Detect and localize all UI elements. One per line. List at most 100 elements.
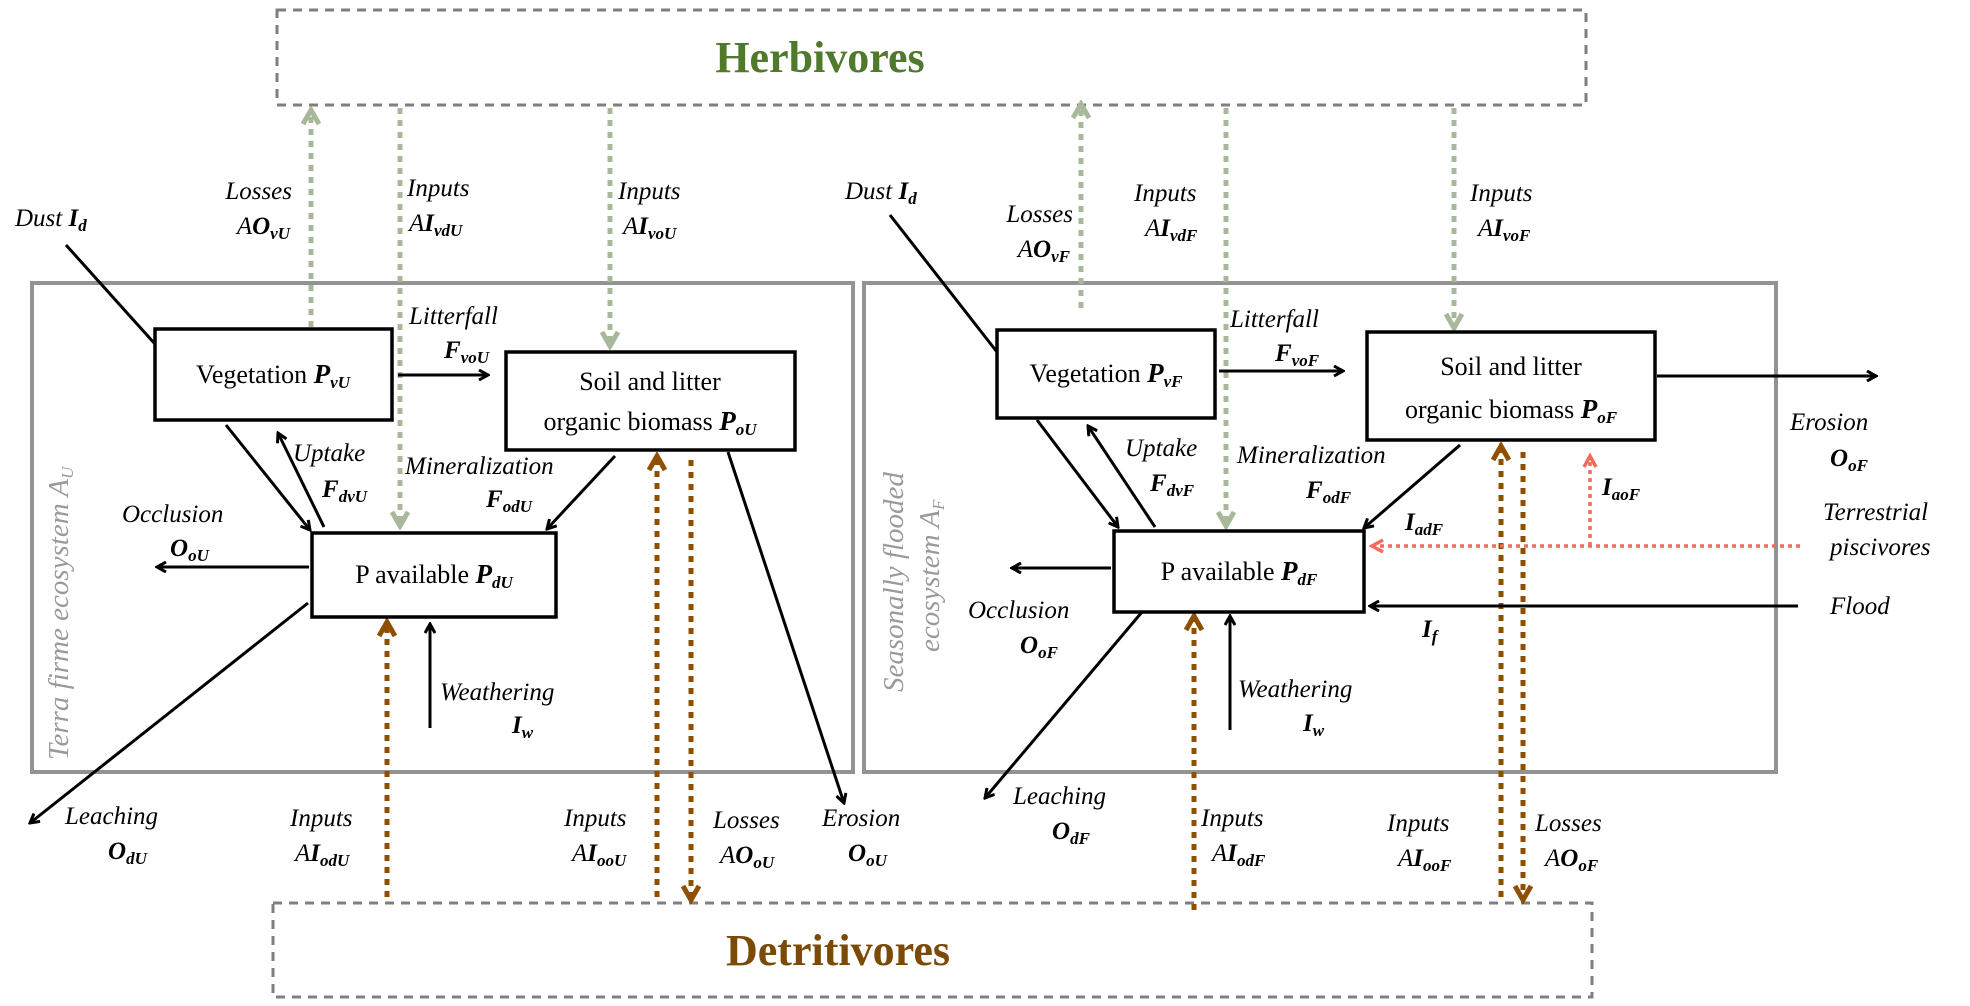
svg-text:organic biomass PoU: organic biomass PoU (544, 406, 758, 439)
label-occlusion-u: Occlusion OoU (122, 501, 223, 565)
svg-text:FdvF: FdvF (1149, 470, 1195, 500)
svg-text:Erosion: Erosion (1789, 409, 1868, 436)
herbivores-title: Herbivores (715, 33, 924, 82)
svg-text:Inputs: Inputs (289, 805, 353, 832)
veg-to-pav-arrow-f (1035, 419, 1118, 527)
mineralization-arrow-u (547, 454, 617, 529)
svg-text:Uptake: Uptake (293, 440, 365, 467)
svg-text:Leaching: Leaching (1012, 783, 1106, 810)
detritivores-box (271, 901, 1594, 999)
svg-text:Mineralization: Mineralization (404, 453, 554, 480)
leaching-arrow-u (30, 601, 309, 823)
svg-text:Dust Id: Dust Id (14, 205, 87, 235)
svg-text:AIooU: AIooU (570, 840, 627, 870)
svg-text:Inputs: Inputs (563, 805, 627, 832)
herbivores-compartment: Herbivores (275, 8, 1588, 107)
svg-text:Seasonally flooded: Seasonally flooded (878, 472, 910, 692)
svg-text:AIvdF: AIvdF (1143, 215, 1198, 245)
label-if: If (1421, 616, 1440, 646)
label-flood: Flood (1829, 593, 1890, 620)
label-erosion-u: Erosion OoU (821, 805, 900, 870)
svg-text:AIvoU: AIvoU (621, 213, 677, 243)
label-inputs-aiodu: Inputs AIodU (289, 805, 353, 870)
svg-text:organic biomass PoF: organic biomass PoF (1405, 394, 1618, 427)
label-uptake-f: Uptake FdvF (1125, 435, 1197, 500)
svg-text:FdvU: FdvU (321, 476, 368, 506)
svg-text:IaoF: IaoF (1601, 474, 1641, 504)
label-leaching-f: Leaching OdF (1012, 783, 1106, 848)
erosion-arrow-u (726, 451, 844, 803)
detritivores-compartment: Detritivores (271, 901, 1594, 999)
svg-text:AOoU: AOoU (718, 842, 775, 872)
svg-text:Occlusion: Occlusion (968, 597, 1069, 624)
label-leaching-u: Leaching OdU (64, 803, 158, 868)
label-weathering-u: Weathering Iw (440, 679, 554, 742)
svg-text:P available PdF: P available PdF (1161, 556, 1318, 589)
svg-text:Litterfall: Litterfall (1229, 306, 1319, 333)
svg-text:OoU: OoU (848, 840, 888, 870)
svg-text:Uptake: Uptake (1125, 435, 1197, 462)
veg-to-pav-arrow-u (224, 424, 310, 530)
svg-text:AIvoF: AIvoF (1476, 215, 1531, 245)
pool-soil-litter-u: Soil and litter organic biomass PoU (504, 350, 797, 452)
svg-text:AOvF: AOvF (1016, 236, 1071, 266)
svg-text:piscivores: piscivores (1828, 534, 1930, 561)
svg-text:Flood: Flood (1829, 593, 1890, 620)
svg-text:ecosystem AF: ecosystem AF (914, 499, 948, 652)
herbivores-box (275, 8, 1588, 107)
svg-text:Inputs: Inputs (1469, 180, 1533, 207)
svg-text:AIodU: AIodU (293, 840, 350, 870)
svg-text:Losses: Losses (1534, 810, 1602, 837)
detritivores-title: Detritivores (726, 926, 950, 975)
pool-vegetation-u: Vegetation PvU (153, 327, 394, 422)
label-erosion-f: Erosion OoF (1789, 409, 1869, 475)
svg-text:Losses: Losses (712, 807, 780, 834)
label-litterfall-u: Litterfall FvoU (408, 303, 498, 367)
dust-line-f (888, 214, 999, 353)
svg-text:Litterfall: Litterfall (408, 303, 498, 330)
svg-text:Inputs: Inputs (617, 178, 681, 205)
svg-text:FodF: FodF (1305, 477, 1352, 507)
svg-text:Erosion: Erosion (821, 805, 900, 832)
svg-text:Dust Id: Dust Id (844, 178, 917, 208)
svg-text:Losses: Losses (224, 178, 292, 205)
label-inputs-aivdf: Inputs AIvdF (1133, 180, 1198, 245)
label-uptake-u: Uptake FdvU (293, 440, 368, 506)
svg-text:OoU: OoU (170, 535, 210, 565)
svg-text:OdF: OdF (1052, 818, 1091, 848)
svg-text:AIooF: AIooF (1396, 845, 1452, 875)
svg-text:Weathering: Weathering (1238, 676, 1352, 703)
leaching-arrow-f (985, 611, 1144, 798)
svg-text:Losses: Losses (1005, 201, 1073, 228)
svg-text:Leaching: Leaching (64, 803, 158, 830)
label-iadf: IadF (1404, 509, 1444, 539)
svg-text:OoF: OoF (1020, 632, 1059, 662)
svg-text:Inputs: Inputs (1386, 810, 1450, 837)
label-litterfall-f: Litterfall FvoF (1229, 306, 1320, 370)
svg-text:Iw: Iw (511, 712, 534, 742)
label-terrestrial-piscivores: Terrestrial piscivores (1823, 499, 1930, 561)
svg-text:Terrestrial: Terrestrial (1823, 499, 1928, 526)
svg-text:FvoU: FvoU (443, 337, 490, 367)
svg-text:AIodF: AIodF (1210, 840, 1266, 870)
svg-text:Inputs: Inputs (1200, 805, 1264, 832)
svg-text:Soil and litter: Soil and litter (579, 367, 721, 396)
svg-text:Soil and litter: Soil and litter (1440, 352, 1582, 381)
label-occlusion-f: Occlusion OoF (968, 597, 1069, 662)
label-inputs-aivof: Inputs AIvoF (1469, 180, 1533, 245)
label-inputs-aiodf: Inputs AIodF (1200, 805, 1266, 870)
label-weathering-f: Weathering Iw (1238, 676, 1352, 740)
svg-text:AIvdU: AIvdU (407, 210, 463, 240)
svg-text:OdU: OdU (108, 838, 148, 868)
pool-soil-litter-f: Soil and litter organic biomass PoF (1365, 330, 1657, 442)
svg-text:P available PdU: P available PdU (355, 559, 513, 592)
svg-text:OoF: OoF (1830, 445, 1869, 475)
label-dust-u: Dust Id (14, 205, 87, 235)
svg-text:Vegetation PvF: Vegetation PvF (1029, 358, 1183, 391)
svg-text:Inputs: Inputs (1133, 180, 1197, 207)
label-mineralization-u: Mineralization FodU (404, 453, 554, 516)
svg-text:Vegetation PvU: Vegetation PvU (196, 359, 351, 392)
dust-line-u (64, 243, 157, 346)
label-inputs-aivdu: Inputs AIvdU (406, 175, 470, 240)
